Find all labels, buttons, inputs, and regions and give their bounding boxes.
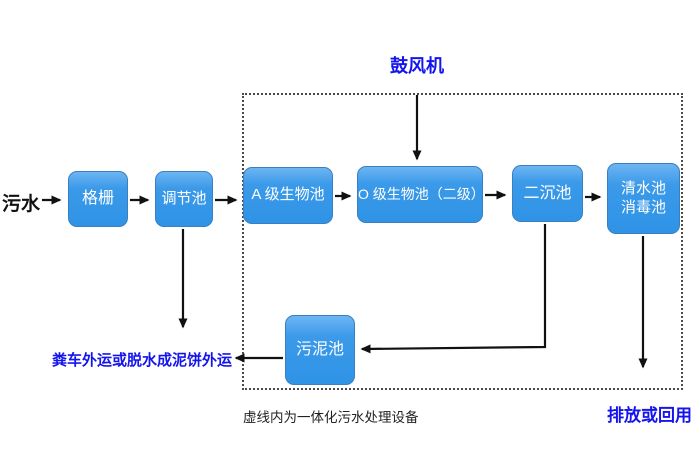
node-clear-water-disinfection-tank: 清水池 消毒池	[607, 163, 680, 234]
node-secondary-sedimentation-tank: 二沉池	[512, 165, 583, 222]
integrated-equipment-dashed-boundary	[242, 93, 683, 390]
blower-label: 鼓风机	[390, 56, 444, 76]
node-regulating-tank: 调节池	[155, 171, 213, 227]
effluent-label: 排放或回用	[607, 406, 692, 425]
node-a-bio-tank: A 级生物池	[243, 167, 333, 224]
node-o-bio-tank: O 级生物池（二级）	[357, 166, 485, 223]
influent-label: 污水	[2, 194, 41, 215]
sludge-disposal-label: 粪车外运或脱水成泥饼外运	[52, 352, 233, 369]
node-sludge-tank: 污泥池	[285, 315, 355, 385]
node-grille: 格栅	[68, 171, 128, 227]
dashed-boundary-caption: 虚线内为一体化污水处理设备	[243, 410, 419, 425]
